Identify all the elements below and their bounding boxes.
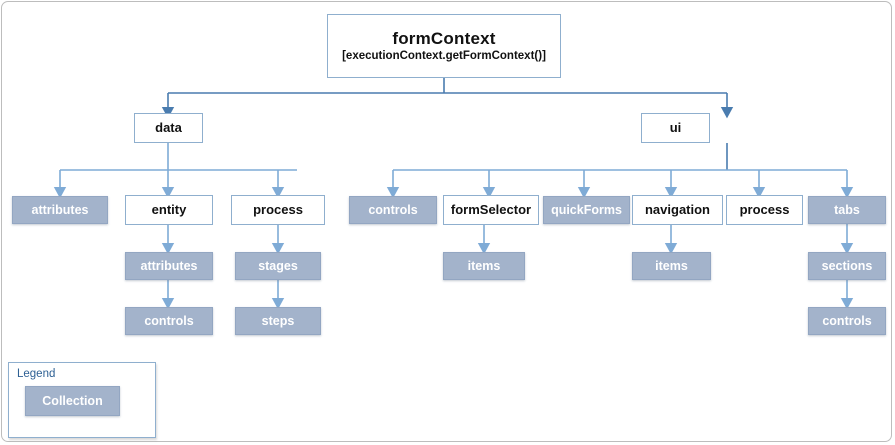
- node-tabs-sections-label: sections: [821, 258, 873, 273]
- node-entity-attributes-label: attributes: [140, 258, 198, 273]
- node-navigation-items-label: items: [655, 258, 688, 273]
- node-ui-controls-label: controls: [368, 202, 418, 217]
- node-formselector-items-label: items: [467, 258, 501, 273]
- node-quickforms-label: quickForms: [551, 202, 622, 217]
- node-quickforms[interactable]: quickForms: [543, 196, 630, 224]
- node-ui-controls[interactable]: controls: [349, 196, 437, 224]
- node-tabs-label: tabs: [834, 202, 860, 217]
- node-ui-label: ui: [669, 119, 682, 135]
- node-formselector[interactable]: formSelector: [443, 195, 539, 225]
- node-tabs-controls[interactable]: controls: [808, 307, 886, 335]
- node-entity-attributes[interactable]: attributes: [125, 252, 213, 280]
- node-entity-controls-label: controls: [144, 313, 194, 328]
- node-process-stages[interactable]: stages: [235, 252, 321, 280]
- node-process-stages-label: stages: [258, 258, 298, 273]
- node-tabs[interactable]: tabs: [808, 196, 886, 224]
- node-navigation-label: navigation: [644, 201, 710, 217]
- node-data-attributes[interactable]: attributes: [12, 196, 108, 224]
- node-navigation[interactable]: navigation: [632, 195, 723, 225]
- node-process-steps[interactable]: steps: [235, 307, 321, 335]
- legend-title: Legend: [17, 368, 56, 380]
- node-formcontext[interactable]: formContext [executionContext.getFormCon…: [327, 14, 561, 78]
- node-data-process-label: process: [253, 201, 303, 217]
- node-entity-label: entity: [151, 201, 187, 217]
- node-tabs-sections[interactable]: sections: [808, 252, 886, 280]
- node-data-label: data: [155, 119, 182, 135]
- legend-box: Legend Collection: [8, 362, 156, 438]
- node-formselector-items[interactable]: items: [443, 252, 525, 280]
- node-ui[interactable]: ui: [641, 113, 710, 143]
- node-formselector-label: formSelector: [450, 201, 532, 217]
- node-ui-process[interactable]: process: [726, 195, 803, 225]
- node-ui-process-label: process: [739, 201, 790, 217]
- node-data[interactable]: data: [134, 113, 203, 143]
- node-tabs-controls-label: controls: [822, 313, 872, 328]
- node-entity-controls[interactable]: controls: [125, 307, 213, 335]
- node-data-attributes-label: attributes: [31, 202, 89, 217]
- node-entity[interactable]: entity: [125, 195, 213, 225]
- node-navigation-items[interactable]: items: [632, 252, 711, 280]
- node-data-process[interactable]: process: [231, 195, 325, 225]
- node-formcontext-subtitle: [executionContext.getFormContext()]: [342, 50, 546, 63]
- node-formcontext-title: formContext: [392, 28, 496, 48]
- legend-item-collection: Collection: [25, 386, 120, 416]
- node-process-steps-label: steps: [261, 313, 295, 328]
